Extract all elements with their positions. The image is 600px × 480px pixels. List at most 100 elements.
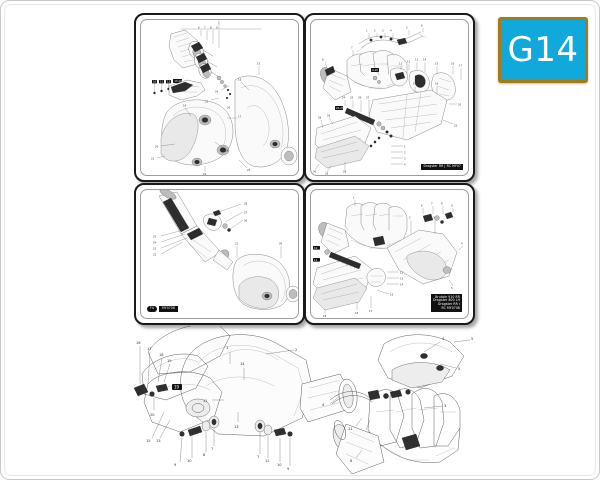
svg-text:3: 3 <box>382 29 384 33</box>
svg-text:16: 16 <box>136 341 141 345</box>
svg-text:6: 6 <box>350 459 353 463</box>
svg-text:13-14: 13-14 <box>174 79 182 83</box>
svg-text:26: 26 <box>244 219 248 223</box>
svg-text:8: 8 <box>322 58 324 62</box>
carbon-guard <box>314 115 372 169</box>
svg-text:26: 26 <box>227 106 231 110</box>
panel-manifold-assembly-mid-right[interactable]: 1 <box>304 183 475 325</box>
svg-text:11: 11 <box>203 399 208 403</box>
spring-linkage: 10 11 <box>313 246 362 270</box>
main-exhaust-exploded-view: 7 8 10 9 13 15 7 12 10 9 <box>134 326 479 474</box>
panel-exhaust-assembly-top-right[interactable]: 1 2 3 4 5 6 7 <box>304 13 475 182</box>
panel-silencer-assembly-mid-left[interactable]: 28 27 26 25 24 23 22 <box>134 183 305 325</box>
svg-text:23: 23 <box>153 247 157 251</box>
right-shield <box>234 75 298 168</box>
svg-text:18: 18 <box>323 314 327 318</box>
svg-text:5: 5 <box>406 26 408 30</box>
svg-text:10: 10 <box>153 80 157 84</box>
svg-text:7: 7 <box>257 455 259 459</box>
left-tag-cluster: 10 11 12 13-14 <box>152 79 182 95</box>
sheet-code-label: G14 <box>507 30 579 70</box>
svg-text:15: 15 <box>390 293 394 297</box>
svg-text:21: 21 <box>151 157 155 161</box>
svg-text:13: 13 <box>400 277 404 281</box>
svg-text:11: 11 <box>314 258 318 262</box>
svg-text:14: 14 <box>423 58 427 62</box>
panel-4-caption: Brutale 910 RR Dragster 800 LH Dragster … <box>431 294 462 312</box>
svg-text:5: 5 <box>458 367 460 371</box>
svg-text:7: 7 <box>204 26 206 30</box>
svg-text:9: 9 <box>287 467 290 471</box>
svg-text:19: 19 <box>183 104 187 108</box>
svg-text:20: 20 <box>458 103 462 107</box>
svg-text:12: 12 <box>265 459 270 463</box>
svg-text:18: 18 <box>413 82 417 86</box>
right-shield-plate <box>377 334 465 389</box>
svg-text:5: 5 <box>471 337 473 341</box>
fastener-column <box>216 75 232 100</box>
svg-text:13: 13 <box>234 425 239 429</box>
svg-text:20: 20 <box>150 413 155 417</box>
svg-text:18: 18 <box>225 149 229 153</box>
svg-text:12: 12 <box>407 60 411 64</box>
cap-part <box>366 268 386 287</box>
panel-2-drawing: 1 2 3 4 5 6 7 <box>313 24 463 175</box>
panel-3-model-pill: F4 <box>147 305 157 312</box>
silencer-can <box>158 190 198 235</box>
svg-text:13: 13 <box>415 58 419 62</box>
svg-text:3: 3 <box>433 216 435 220</box>
svg-text:17: 17 <box>369 309 373 313</box>
svg-text:19: 19 <box>435 82 439 86</box>
svg-text:9-10: 9-10 <box>372 68 378 72</box>
svg-text:24: 24 <box>342 96 346 100</box>
panel-exhaust-assembly-top-left[interactable]: 2 <box>134 13 305 182</box>
svg-text:28: 28 <box>244 202 248 206</box>
svg-text:10: 10 <box>314 246 318 250</box>
svg-text:18: 18 <box>159 353 164 357</box>
svg-text:16: 16 <box>451 62 455 66</box>
panel-2-inner: 1 2 3 4 5 6 7 <box>310 19 469 176</box>
svg-text:7: 7 <box>431 202 433 206</box>
svg-text:1: 1 <box>366 29 368 33</box>
svg-text:16: 16 <box>238 78 242 82</box>
panel-4-inner: 1 <box>310 189 469 319</box>
svg-text:6: 6 <box>421 24 423 28</box>
svg-text:7: 7 <box>351 46 353 50</box>
svg-text:4: 4 <box>442 337 445 341</box>
svg-text:28: 28 <box>318 116 322 120</box>
svg-text:27: 27 <box>366 96 370 100</box>
svg-text:24: 24 <box>153 241 157 245</box>
svg-text:22: 22 <box>153 253 157 257</box>
panel-1-drawing: 2 <box>151 20 298 175</box>
right-collector <box>332 420 385 474</box>
svg-text:1: 1 <box>404 145 406 149</box>
svg-text:14: 14 <box>240 362 245 366</box>
svg-text:15: 15 <box>146 439 151 443</box>
svg-text:28: 28 <box>343 170 347 174</box>
collector-cone <box>320 65 352 101</box>
svg-text:7: 7 <box>211 447 213 451</box>
svg-text:21: 21 <box>454 124 458 128</box>
clamp-hardware <box>203 209 231 232</box>
svg-text:12: 12 <box>167 80 171 84</box>
svg-text:17: 17 <box>459 64 463 68</box>
panel-3-year-block: MY0708 <box>158 305 178 312</box>
svg-text:27: 27 <box>244 211 248 215</box>
wiring-harness <box>356 31 428 53</box>
svg-text:6: 6 <box>421 204 423 208</box>
svg-text:22-23: 22-23 <box>336 106 344 110</box>
svg-text:8: 8 <box>441 202 443 206</box>
panel-3-inner: 28 27 26 25 24 23 22 <box>140 189 299 319</box>
svg-text:5: 5 <box>451 286 453 290</box>
heat-shield-wing <box>386 229 458 285</box>
panel-1-inner: 2 <box>140 19 299 176</box>
left-hardware-stack: 19 <box>134 383 182 397</box>
svg-text:10: 10 <box>187 459 192 463</box>
mid-components: 9-10 <box>371 67 456 101</box>
svg-text:15: 15 <box>435 62 439 66</box>
svg-text:8: 8 <box>210 26 212 30</box>
svg-text:2: 2 <box>404 151 406 155</box>
svg-text:4: 4 <box>390 29 392 33</box>
panel-3-caption: F4 MY0708 <box>147 305 178 312</box>
